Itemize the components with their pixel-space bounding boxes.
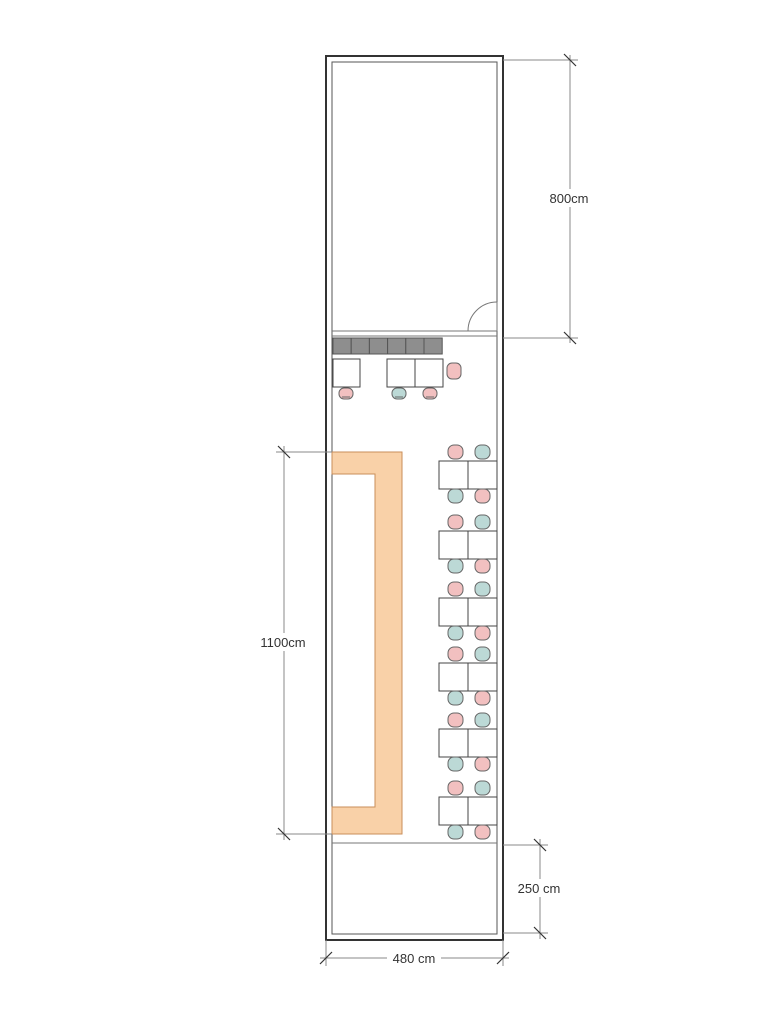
- table-group: [438, 444, 498, 504]
- dining-table: [467, 662, 498, 692]
- room-partitions: [332, 301, 498, 844]
- dim-mid-tick-2: [277, 827, 291, 841]
- dim-width-tick-1: [319, 951, 333, 965]
- chair: [474, 488, 491, 504]
- dim-mid-tick-1: [277, 445, 291, 459]
- dim-top-label-bg: [546, 189, 592, 207]
- dining-table: [438, 597, 469, 627]
- chair: [447, 514, 464, 530]
- chair: [474, 581, 491, 597]
- chair: [446, 362, 462, 380]
- shelf-unit: [387, 337, 407, 355]
- dining-table: [467, 597, 498, 627]
- chair: [447, 581, 464, 597]
- shelf-unit: [332, 337, 352, 355]
- dining-table: [467, 796, 498, 826]
- chair: [338, 387, 354, 400]
- building-walls: [325, 55, 504, 941]
- dining-tables: [438, 444, 498, 840]
- front-table: [386, 358, 416, 388]
- dim-top-label: 800cm: [549, 191, 588, 206]
- chair: [447, 488, 464, 504]
- chair: [474, 646, 491, 662]
- display-shelf: [332, 337, 443, 355]
- table-group: [438, 581, 498, 641]
- chair: [447, 444, 464, 460]
- dim-mid-label-bg: [256, 633, 310, 651]
- inner-wall: [331, 61, 498, 935]
- chair: [474, 625, 491, 641]
- shelf-unit: [405, 337, 425, 355]
- front-seating-area: [332, 358, 462, 400]
- dim-bottom-label-bg: [512, 879, 566, 897]
- outer-wall: [325, 55, 504, 941]
- shelf-unit: [423, 337, 443, 355]
- dining-table: [438, 728, 469, 758]
- dim-bottom-tick-2: [533, 926, 547, 940]
- table-group: [438, 712, 498, 772]
- dining-table: [438, 662, 469, 692]
- chair: [422, 387, 438, 400]
- chair: [474, 780, 491, 796]
- chair: [474, 690, 491, 706]
- front-table: [414, 358, 444, 388]
- door-swing: [467, 301, 498, 332]
- dining-table: [467, 728, 498, 758]
- dining-table: [438, 796, 469, 826]
- table-group: [438, 780, 498, 840]
- dim-width-label: 480 cm: [393, 951, 436, 966]
- dim-bottom-tick-1: [533, 838, 547, 852]
- chair: [447, 558, 464, 574]
- chair: [474, 558, 491, 574]
- chair: [474, 824, 491, 840]
- shelf-unit: [368, 337, 389, 355]
- dim-width-label-bg: [387, 950, 441, 967]
- dim-top-tick-1: [563, 53, 577, 67]
- chair: [447, 625, 464, 641]
- front-table: [332, 358, 361, 388]
- chair: [447, 690, 464, 706]
- dining-table: [467, 530, 498, 560]
- dim-mid-label: 1100cm: [260, 635, 305, 650]
- chair: [474, 444, 491, 460]
- service-counter: [331, 451, 403, 835]
- dining-table: [438, 530, 469, 560]
- dim-width-tick-2: [496, 951, 510, 965]
- dimension-lines: 800cm 1100cm 250 cm 480 cm: [256, 53, 592, 967]
- dim-top-tick-2: [563, 331, 577, 345]
- dining-table: [438, 460, 469, 490]
- chair: [447, 756, 464, 772]
- shelf-unit: [350, 337, 370, 355]
- chair: [474, 756, 491, 772]
- chair: [474, 514, 491, 530]
- chair: [447, 824, 464, 840]
- chair: [474, 712, 491, 728]
- dim-bottom-label: 250 cm: [518, 881, 561, 896]
- chair: [447, 646, 464, 662]
- dining-table: [467, 460, 498, 490]
- chair: [391, 387, 407, 400]
- chair: [447, 712, 464, 728]
- counter-top: [331, 451, 403, 835]
- chair: [447, 780, 464, 796]
- table-group: [438, 646, 498, 706]
- table-group: [438, 514, 498, 574]
